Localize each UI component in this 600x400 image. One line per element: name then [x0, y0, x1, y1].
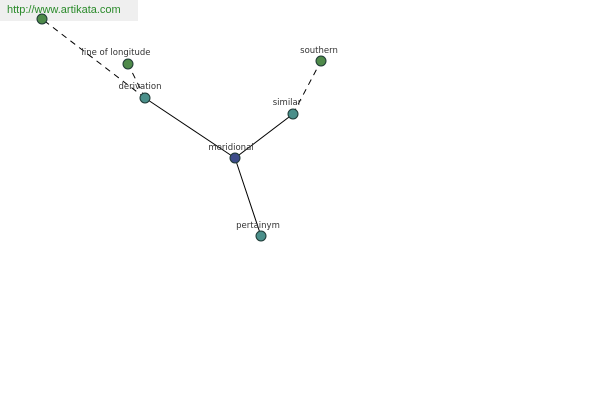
labels-layer: meridional derivation similar pertainym line… [82, 46, 338, 231]
node-label-southern: southern [300, 46, 338, 56]
node-similar[interactable] [287, 108, 299, 120]
node-southern[interactable] [315, 55, 327, 67]
node-label-pertainym: pertainym [236, 221, 280, 231]
node-derivation[interactable] [139, 92, 151, 104]
node-label-meridional: meridional [208, 143, 253, 153]
node-label-line-of-longitude: line of longitude [82, 48, 151, 58]
node-offscreen[interactable] [36, 13, 48, 25]
node-meridional[interactable] [229, 152, 241, 164]
edge-meridional-pertainym [234, 157, 262, 237]
node-label-derivation: derivation [118, 82, 161, 92]
edge-similar-southern [292, 60, 322, 115]
node-label-similar: similar [273, 98, 302, 108]
edges-layer [41, 18, 322, 237]
nodes-layer [36, 13, 327, 242]
node-line-of-longitude[interactable] [122, 58, 134, 70]
edge-meridional-similar [234, 113, 294, 159]
edge-derivation-line-of-longitude [127, 63, 146, 99]
site-watermark: http://www.artikata.com [0, 0, 138, 21]
node-pertainym[interactable] [255, 230, 267, 242]
edge-meridional-derivation [144, 97, 236, 159]
